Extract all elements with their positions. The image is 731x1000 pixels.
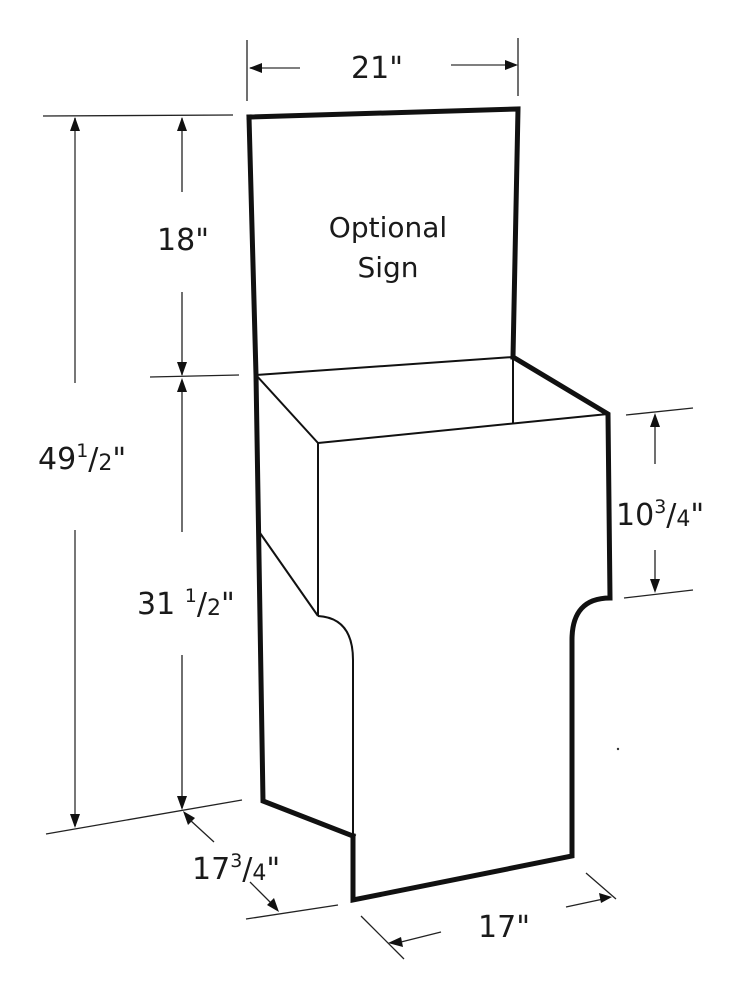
depth-den: 4 <box>252 861 267 886</box>
label-sign-height: 18" <box>157 226 209 256</box>
unit-inch: " <box>389 51 403 86</box>
sign-label-line2: Sign <box>357 251 419 284</box>
display-outline <box>246 106 613 904</box>
optional-sign-label: Optional Sign <box>318 208 458 288</box>
extension-line-sign-bottom <box>149 374 240 378</box>
overall-height-den: 2 <box>98 451 113 476</box>
base-height-den: 2 <box>206 596 221 621</box>
dimension-overall-height <box>70 117 80 828</box>
base-height-num: 1 <box>184 585 197 607</box>
label-depth: 173/4" <box>192 850 281 887</box>
dimension-front-height <box>623 407 694 599</box>
unit-inch: " <box>266 852 281 887</box>
dimension-front-width <box>360 872 617 960</box>
front-height-den: 4 <box>676 507 691 532</box>
front-width-value: 17 <box>478 910 517 945</box>
box-inner-edges <box>255 356 609 836</box>
dimension-depth <box>183 811 339 920</box>
extension-line-top <box>42 114 234 117</box>
label-base-height: 31 1/2" <box>137 585 235 622</box>
label-front-width: 17" <box>478 913 530 943</box>
dimension-base-height <box>177 378 187 810</box>
unit-inch: " <box>516 910 530 945</box>
depth-num: 3 <box>230 850 243 872</box>
label-top-width: 21" <box>351 54 403 84</box>
stray-mark <box>616 747 620 751</box>
base-height-whole: 31 <box>137 587 176 622</box>
overall-height-num: 1 <box>76 440 89 462</box>
overall-height-whole: 49 <box>38 442 77 477</box>
front-height-num: 3 <box>654 496 667 518</box>
unit-inch: " <box>195 223 209 258</box>
unit-inch: " <box>112 442 127 477</box>
sign-height-value: 18 <box>157 223 196 258</box>
label-front-height: 103/4" <box>616 496 705 533</box>
unit-inch: " <box>690 498 705 533</box>
extension-line-floor <box>45 799 243 835</box>
sign-label-line1: Optional <box>328 211 448 244</box>
unit-inch: " <box>220 587 235 622</box>
front-height-whole: 10 <box>616 498 655 533</box>
top-width-value: 21 <box>351 51 390 86</box>
dimension-top-width <box>246 38 519 101</box>
depth-whole: 17 <box>192 852 231 887</box>
label-overall-height: 491/2" <box>38 440 127 477</box>
dimension-sign-height <box>177 117 187 376</box>
